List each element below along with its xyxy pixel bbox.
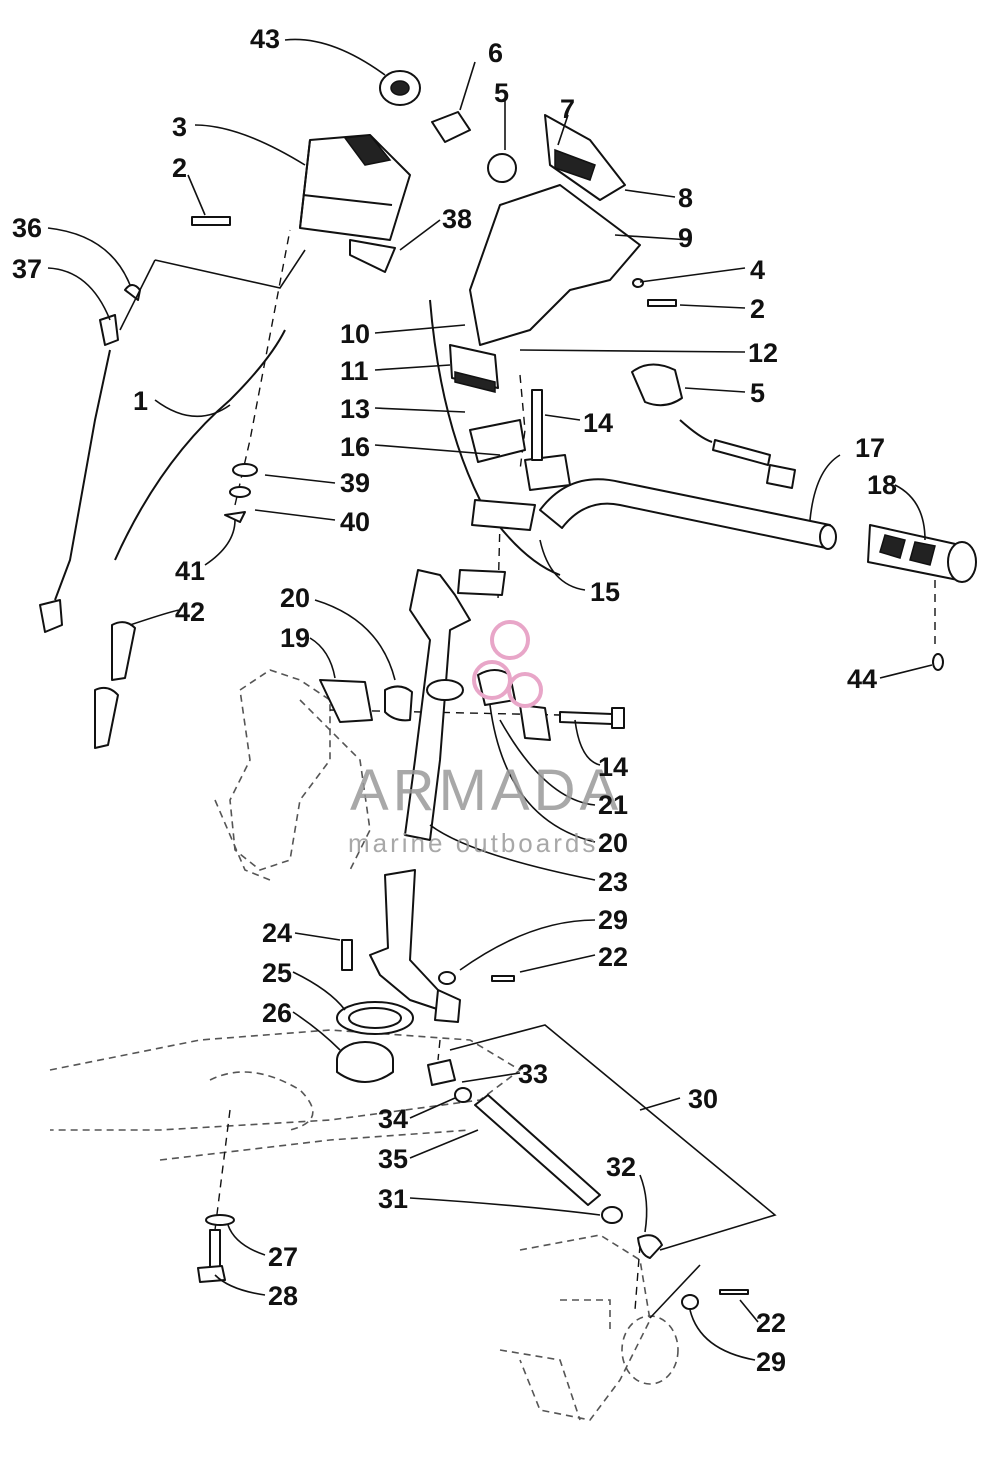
- callout-labels: 43 6 5 7 3 2 8 38 9 36 4 37 2 10 12 11 5…: [12, 24, 897, 1377]
- callout-39: 39: [340, 468, 370, 498]
- callout-2: 2: [172, 153, 187, 183]
- bracket: [349, 239, 396, 273]
- upper-bushing-assembly: [319, 669, 625, 741]
- callout-6: 6: [488, 38, 503, 68]
- bearing-flange: [336, 1001, 414, 1083]
- callout-9: 9: [678, 223, 693, 253]
- watermark-brand: ARMADA: [350, 758, 622, 823]
- callout-24: 24: [262, 918, 292, 948]
- callout-4: 4: [750, 255, 765, 285]
- callout-22b: 22: [756, 1308, 786, 1338]
- ghost-frame-spindle: [499, 1234, 679, 1421]
- callout-1: 1: [133, 386, 148, 416]
- callout-14: 14: [583, 408, 613, 438]
- callout-34: 34: [378, 1104, 408, 1134]
- callout-42: 42: [175, 597, 205, 627]
- callout-23: 23: [598, 867, 628, 897]
- watermark: ARMADA marine outboards: [348, 620, 622, 858]
- callout-36: 36: [12, 213, 42, 243]
- leader-lines: [47, 38, 933, 1361]
- callout-33: 33: [518, 1059, 548, 1089]
- logo-ring-left: [472, 660, 512, 700]
- callout-31: 31: [378, 1184, 408, 1214]
- callout-18: 18: [867, 470, 897, 500]
- callout-14b: 14: [598, 752, 628, 782]
- callout-10: 10: [340, 319, 370, 349]
- callout-21: 21: [598, 790, 628, 820]
- watermark-tagline: marine outboards: [348, 828, 598, 858]
- handlebar: [539, 478, 837, 550]
- callout-5b: 5: [750, 378, 765, 408]
- ghost-frame-chassis: [49, 1029, 522, 1161]
- watermark-logo: [472, 620, 543, 708]
- callout-19: 19: [280, 623, 310, 653]
- callout-13: 13: [340, 394, 370, 424]
- callout-27: 27: [268, 1242, 298, 1272]
- callout-41: 41: [175, 556, 205, 586]
- small-hardware: [191, 216, 944, 1310]
- ghost-frame-upper: [214, 669, 371, 881]
- callout-11: 11: [340, 356, 369, 386]
- callout-43: 43: [250, 24, 280, 54]
- callout-26: 26: [262, 998, 292, 1028]
- callout-20: 20: [280, 583, 310, 613]
- callout-8: 8: [678, 183, 693, 213]
- callout-35: 35: [378, 1144, 408, 1174]
- assembly-axes: [214, 229, 936, 1311]
- callout-44: 44: [847, 664, 877, 694]
- callout-20b: 20: [598, 828, 628, 858]
- callout-17: 17: [855, 433, 885, 463]
- callout-25: 25: [262, 958, 292, 988]
- callout-7: 7: [560, 94, 575, 124]
- callout-32: 32: [606, 1152, 636, 1182]
- hand-grip: [867, 524, 977, 583]
- logo-ring-top: [490, 620, 530, 660]
- callout-38: 38: [442, 204, 472, 234]
- ignition-key: [379, 70, 517, 183]
- callout-3: 3: [172, 112, 187, 142]
- callout-37: 37: [12, 254, 42, 284]
- throttle-switch: [631, 363, 796, 489]
- callout-22: 22: [598, 942, 628, 972]
- bottom-bolt: [197, 1214, 235, 1283]
- logo-ring-right: [507, 672, 543, 708]
- callout-29: 29: [598, 905, 628, 935]
- callout-30: 30: [688, 1084, 718, 1114]
- callout-40: 40: [340, 507, 370, 537]
- switch-block: [449, 344, 499, 393]
- steering-post-upper: [404, 569, 471, 841]
- tie-rod: [427, 1059, 663, 1259]
- cables: [39, 284, 286, 749]
- callout-29b: 29: [756, 1347, 786, 1377]
- speedometer: [299, 134, 411, 241]
- steering-post-lower: [369, 869, 461, 1023]
- handlebar-clamps: [457, 419, 571, 596]
- callout-16: 16: [340, 432, 370, 462]
- callout-5: 5: [494, 78, 509, 108]
- callout-12: 12: [748, 338, 778, 368]
- callout-28: 28: [268, 1281, 298, 1311]
- callout-15: 15: [590, 577, 620, 607]
- callout-2b: 2: [750, 294, 765, 324]
